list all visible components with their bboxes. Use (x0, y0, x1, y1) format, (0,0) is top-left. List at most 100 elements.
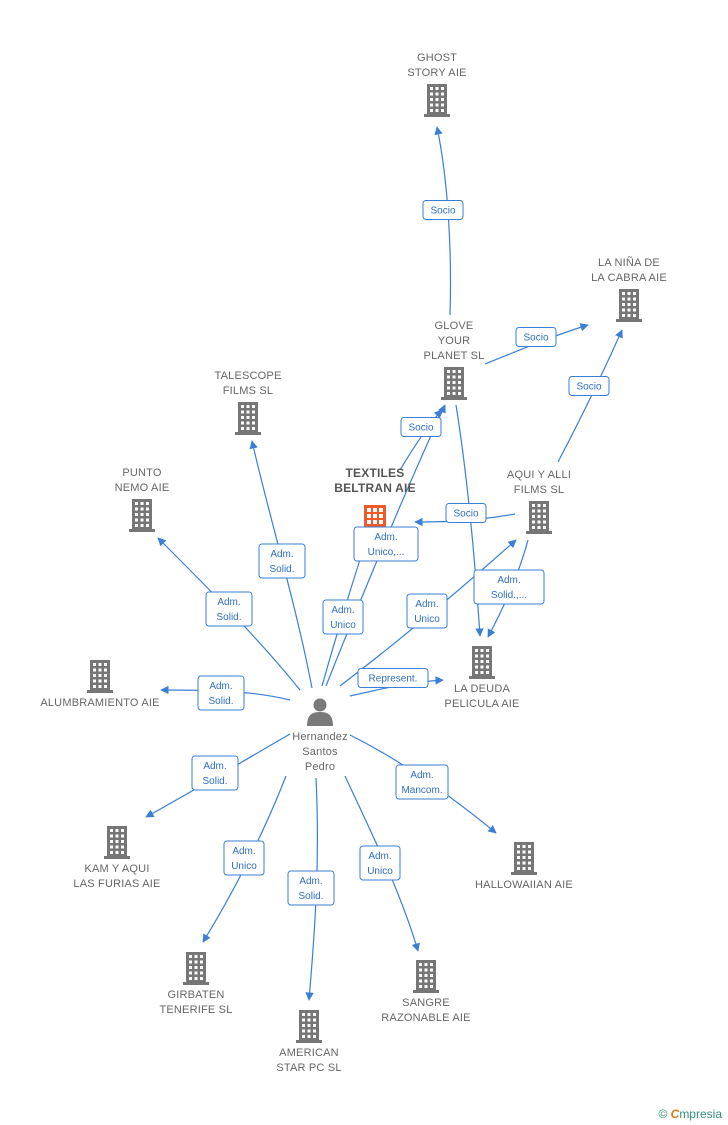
edge-label-text: Socio (408, 423, 433, 434)
edge-label-e15[interactable]: Adm.Solid. (191, 755, 239, 791)
edge-label-box (258, 543, 306, 579)
edge-label-box (197, 675, 245, 711)
edge-aqui-to-lanina (557, 329, 623, 463)
edge-label-text: Adm. (331, 605, 354, 616)
node-label-line: Santos (302, 746, 338, 758)
building-icon (526, 501, 552, 534)
edge-label-e19[interactable]: Adm.Solid. (287, 870, 335, 906)
edge-label-box (406, 593, 448, 629)
edge-label-box (568, 376, 610, 396)
edge-label-e7[interactable]: Adm. Solid.,... (473, 569, 545, 605)
edge-label-text: Unico (231, 861, 257, 872)
node-alumbramiento[interactable]: ALUMBRAMIENTO AIE (40, 660, 159, 709)
edge-label-text: Adm. (232, 846, 255, 857)
node-label-line: ALUMBRAMIENTO AIE (40, 697, 159, 709)
node-label-line: FILMS SL (223, 385, 274, 397)
node-label-line: HALLOWAIIAN AIE (475, 879, 573, 891)
edge-label-e10[interactable]: Adm. Unico,... (353, 526, 419, 562)
edge-label-box (357, 668, 429, 688)
node-label-line: KAM Y AQUI (84, 863, 149, 875)
node-girbaten[interactable]: GIRBATEN TENERIFE SL (159, 952, 232, 1016)
node-label-line: YOUR (438, 335, 471, 347)
edge-label-text: Solid. (269, 564, 294, 575)
edge-label-box (395, 764, 449, 800)
edge-label-text: Solid. (208, 696, 233, 707)
edge-label-box (322, 599, 364, 635)
brand-name: mpresia (679, 1107, 722, 1121)
building-icon (413, 960, 439, 993)
edge-label-e3[interactable]: Socio (568, 376, 610, 396)
edge-label-box (359, 845, 401, 881)
edge-label-box (223, 840, 265, 876)
building-icon (87, 660, 113, 693)
edge-label-e1[interactable]: Socio (422, 200, 464, 220)
edge-label-text: Unico (414, 614, 440, 625)
building-icon (441, 367, 467, 400)
copyright-symbol: © (658, 1107, 668, 1121)
node-label-line: BELTRAN AIE (334, 481, 416, 495)
edge-label-text: Unico,... (368, 547, 405, 558)
node-label-line: LA NIÑA DE (598, 256, 660, 269)
edge-label-e5[interactable]: Socio (445, 503, 487, 523)
building-icon (469, 646, 495, 679)
edge-label-text: Represent. (369, 674, 418, 685)
edge-label-e17[interactable]: Adm. Unico (223, 840, 265, 876)
building-icon (511, 842, 537, 875)
edge-label-text: Socio (576, 382, 601, 393)
node-label-line: GHOST (417, 52, 457, 64)
footer-brand[interactable]: © Cmpresia (658, 1107, 722, 1121)
edge-label-e12[interactable]: Adm.Unico (406, 593, 448, 629)
node-ladeuda[interactable]: LA DEUDA PELICULA AIE (444, 646, 519, 710)
building-icon (616, 289, 642, 322)
edge-label-box (287, 870, 335, 906)
node-label-line: AQUI Y ALLI (507, 469, 571, 481)
edge-label-e14[interactable]: Adm.Solid. (197, 675, 245, 711)
edge-label-e13[interactable]: Represent. (357, 668, 429, 688)
edge-label-box (191, 755, 239, 791)
edge-label-e2[interactable]: Socio (515, 327, 557, 347)
edge-label-text: Solid.,... (491, 590, 527, 601)
edge-label-text: Unico (367, 866, 393, 877)
edge-label-text: Adm. (374, 532, 397, 543)
node-label-line: Hernandez (292, 731, 348, 743)
edge-label-text: Adm. (497, 575, 520, 586)
edge-label-e8[interactable]: Adm. Solid. (258, 543, 306, 579)
edge-label-text: Solid. (298, 891, 323, 902)
edge-label-e16[interactable]: Adm.Mancom. (395, 764, 449, 800)
building-icon (296, 1010, 322, 1043)
edge-label-text: Adm. (410, 770, 433, 781)
edge-label-e4[interactable]: Socio (400, 417, 442, 437)
edge-label-e18[interactable]: Adm.Unico (359, 845, 401, 881)
building-icon (104, 826, 130, 859)
edge-label-text: Adm. (217, 597, 240, 608)
brand-mark: C (670, 1107, 680, 1121)
node-label-line: AMERICAN (279, 1047, 339, 1059)
node-hallowaiian[interactable]: HALLOWAIIAN AIE (475, 842, 573, 891)
edge-glove-to-ghost (434, 126, 452, 316)
person-icon (307, 698, 333, 726)
edge-label-box (205, 591, 253, 627)
edge-label-e9[interactable]: Adm.Solid. (205, 591, 253, 627)
edge-label-text: Solid. (202, 776, 227, 787)
node-label-line: TENERIFE SL (159, 1004, 232, 1016)
node-label-line: PLANET SL (424, 350, 485, 362)
node-label-line: PELICULA AIE (444, 698, 519, 710)
node-label-line: GIRBATEN (167, 989, 224, 1001)
edge-label-e11[interactable]: Adm.Unico (322, 599, 364, 635)
edge-label-text: Adm. (270, 549, 293, 560)
node-label-line: LA DEUDA (454, 683, 510, 695)
edge-labels-layer: SocioSocioSocioSocioSocioAdm.Solid.,...A… (191, 200, 610, 906)
building-icon (183, 952, 209, 985)
